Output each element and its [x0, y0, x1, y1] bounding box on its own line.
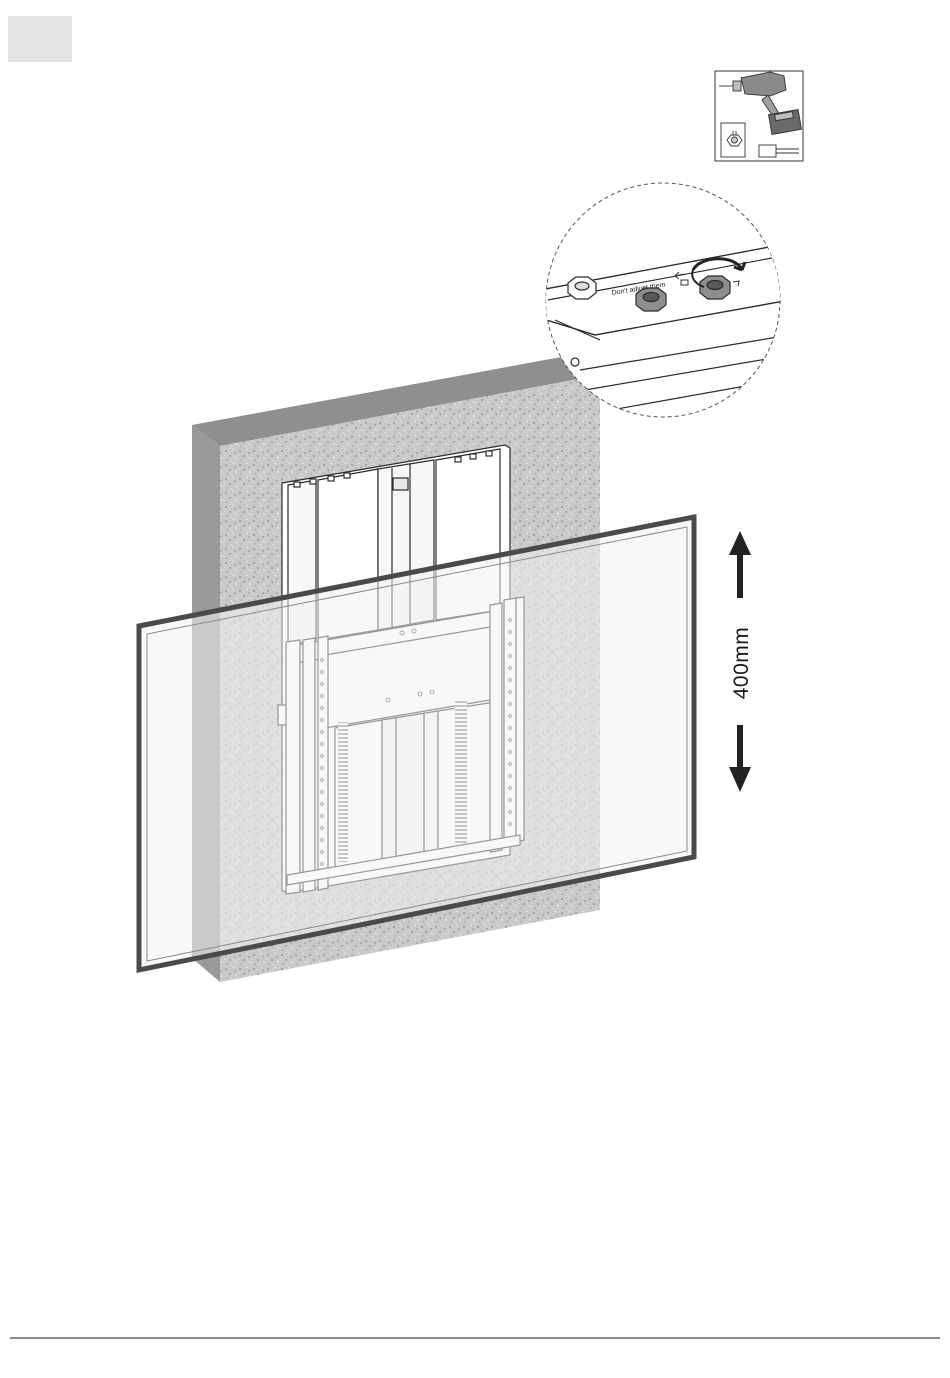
hex-nut-right	[700, 276, 730, 299]
arrow-up-icon	[729, 531, 751, 598]
page-divider	[10, 1337, 940, 1339]
hex-nut-left	[568, 277, 596, 299]
hex-nut-icon	[721, 123, 745, 157]
arrow-down-icon	[729, 725, 751, 792]
tool-icon-box	[715, 71, 803, 161]
height-measurement-label: 400mm	[730, 627, 754, 700]
